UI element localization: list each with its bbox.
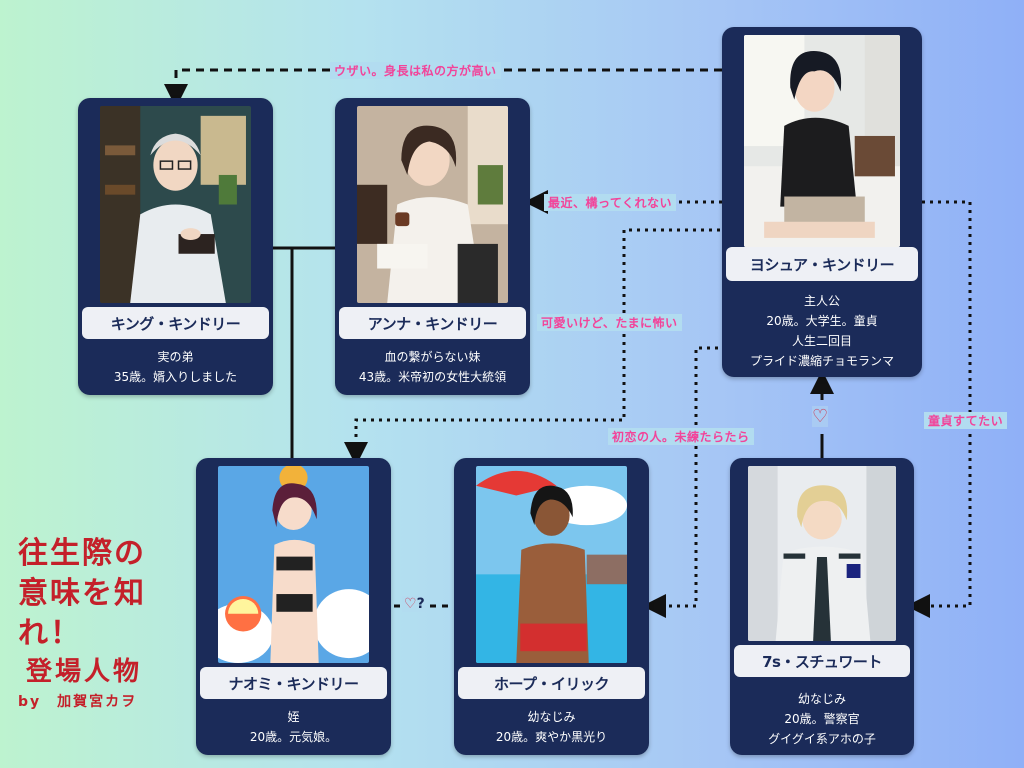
- character-card-king[interactable]: キング・キンドリー 実の弟 35歳。婿入りしました: [78, 98, 273, 395]
- title-line: 往生際の: [18, 536, 146, 571]
- character-card-anna[interactable]: アンナ・キンドリー 血の繋がらない妹 43歳。米帝初の女性大統領: [335, 98, 530, 395]
- description-line: 20歳。元気娘。: [249, 730, 338, 744]
- description-line: プライド濃縮チョモランマ: [749, 354, 894, 368]
- portrait-hope: [476, 466, 627, 663]
- relation-joshua-anna: 最近、構ってくれない: [544, 194, 677, 211]
- question-mark: ?: [416, 596, 425, 612]
- title-block: 往生際の 意味を知 れ！ 登場人物 by 加賀宮カヲ: [18, 534, 146, 714]
- character-name: ナオミ・キンドリー: [200, 667, 387, 699]
- character-card-hope[interactable]: ホープ・イリック 幼なじみ 20歳。爽やか黒光り: [454, 458, 649, 755]
- heart-seven-joshua: ♡: [812, 406, 829, 427]
- relation-joshua-king: ウザい。身長は私の方が高い: [330, 62, 501, 79]
- title-line: れ！: [18, 616, 82, 651]
- relation-hope-joshua: 初恋の人。未練たらたら: [608, 428, 754, 445]
- description-line: 20歳。爽やか黒光り: [495, 730, 608, 744]
- character-name: キング・キンドリー: [82, 307, 269, 339]
- portrait-king: [100, 106, 251, 303]
- portrait-anna: [357, 106, 508, 303]
- description-line: 幼なじみ: [527, 710, 576, 724]
- character-description: 主人公 20歳。大学生。童貞 人生二回目 プライド濃縮チョモランマ: [722, 291, 922, 371]
- character-name: 7s・スチュワート: [734, 645, 910, 677]
- description-line: 20歳。警察官: [784, 712, 860, 726]
- portrait-seven: [748, 466, 896, 641]
- description-line: 主人公: [803, 294, 840, 308]
- character-description: 実の弟 35歳。婿入りしました: [78, 347, 273, 387]
- description-line: 20歳。大学生。童貞: [766, 314, 878, 328]
- character-name: ヨシュア・キンドリー: [726, 247, 918, 281]
- naomi-hope-relation: ♡?: [402, 596, 427, 612]
- heart-icon: ♡: [812, 406, 829, 427]
- subtitle: 登場人物: [26, 657, 143, 687]
- character-name: アンナ・キンドリー: [339, 307, 526, 339]
- description-line: 姪: [287, 710, 300, 724]
- portrait-joshua: [744, 35, 900, 247]
- character-name: ホープ・イリック: [458, 667, 645, 699]
- character-card-joshua[interactable]: ヨシュア・キンドリー 主人公 20歳。大学生。童貞 人生二回目 プライド濃縮チョ…: [722, 27, 922, 377]
- character-description: 姪 20歳。元気娘。: [196, 707, 391, 747]
- description-line: 幼なじみ: [797, 692, 846, 706]
- character-description: 幼なじみ 20歳。警察官 グイグイ系アホの子: [730, 689, 914, 749]
- byline: by 加賀宮カヲ: [18, 694, 138, 710]
- character-description: 血の繋がらない妹 43歳。米帝初の女性大統領: [335, 347, 530, 387]
- description-line: グイグイ系アホの子: [768, 732, 876, 746]
- description-line: 43歳。米帝初の女性大統領: [358, 370, 507, 384]
- relation-joshua-seven: 童貞すてたい: [924, 412, 1008, 429]
- arrow-seven-hope: [642, 346, 734, 618]
- character-description: 幼なじみ 20歳。爽やか黒光り: [454, 707, 649, 747]
- heart-icon: ♡: [404, 596, 417, 612]
- description-line: 実の弟: [157, 350, 194, 364]
- description-line: 人生二回目: [791, 334, 852, 348]
- character-card-naomi[interactable]: ナオミ・キンドリー 姪 20歳。元気娘。: [196, 458, 391, 755]
- relation-joshua-naomi: 可愛いけど、たまに怖い: [537, 314, 682, 331]
- title-line: 意味を知: [18, 576, 146, 611]
- portrait-naomi: [218, 466, 369, 663]
- arrow-joshua-seven: [906, 200, 972, 618]
- description-line: 血の繋がらない妹: [384, 350, 481, 364]
- description-line: 35歳。婿入りしました: [113, 370, 238, 384]
- character-card-seven[interactable]: 7s・スチュワート 幼なじみ 20歳。警察官 グイグイ系アホの子: [730, 458, 914, 755]
